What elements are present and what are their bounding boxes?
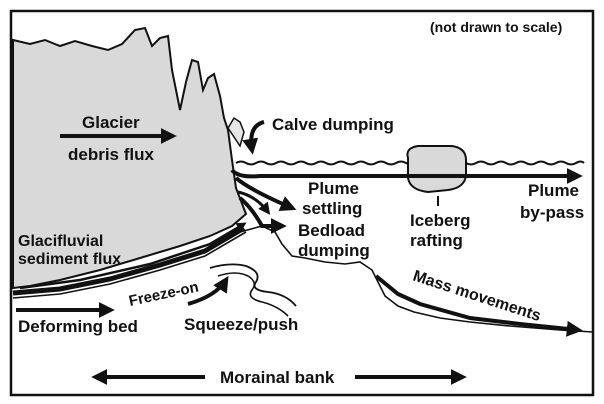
iceberg-rafting-label-line1: Iceberg [410, 211, 470, 230]
iceberg [407, 146, 466, 192]
plume-bypass-arrow [232, 170, 578, 176]
morainal-bank-label: Morainal bank [220, 368, 335, 387]
iceberg-rafting-label-line2: rafting [410, 231, 463, 250]
plume-settling-label-line2: settling [302, 199, 362, 218]
glacifluvial-flux-label-line2: sediment flux [18, 251, 121, 268]
bedload-dumping-label-line1: Bedload [298, 221, 365, 240]
plume-bypass-label-line2: by-pass [520, 203, 584, 222]
plume-settling-label-line1: Plume [308, 179, 359, 198]
squeeze-push-label: Squeeze/push [184, 315, 298, 334]
calve-dumping-label: Calve dumping [272, 115, 394, 134]
glacier-debris-flux-label-line2: debris flux [68, 145, 155, 164]
calve-dumping-arrow [251, 122, 264, 150]
plume-bypass-label-line1: Plume [528, 181, 579, 200]
glacifluvial-flux-label-line1: Glacifluvial [18, 233, 103, 250]
bedload-dumping-label-line2: dumping [298, 241, 370, 260]
deforming-bed-label: Deforming bed [18, 317, 138, 336]
glacier-debris-flux-label-line1: Glacier [82, 113, 140, 132]
scale-note: (not drawn to scale) [430, 19, 562, 35]
